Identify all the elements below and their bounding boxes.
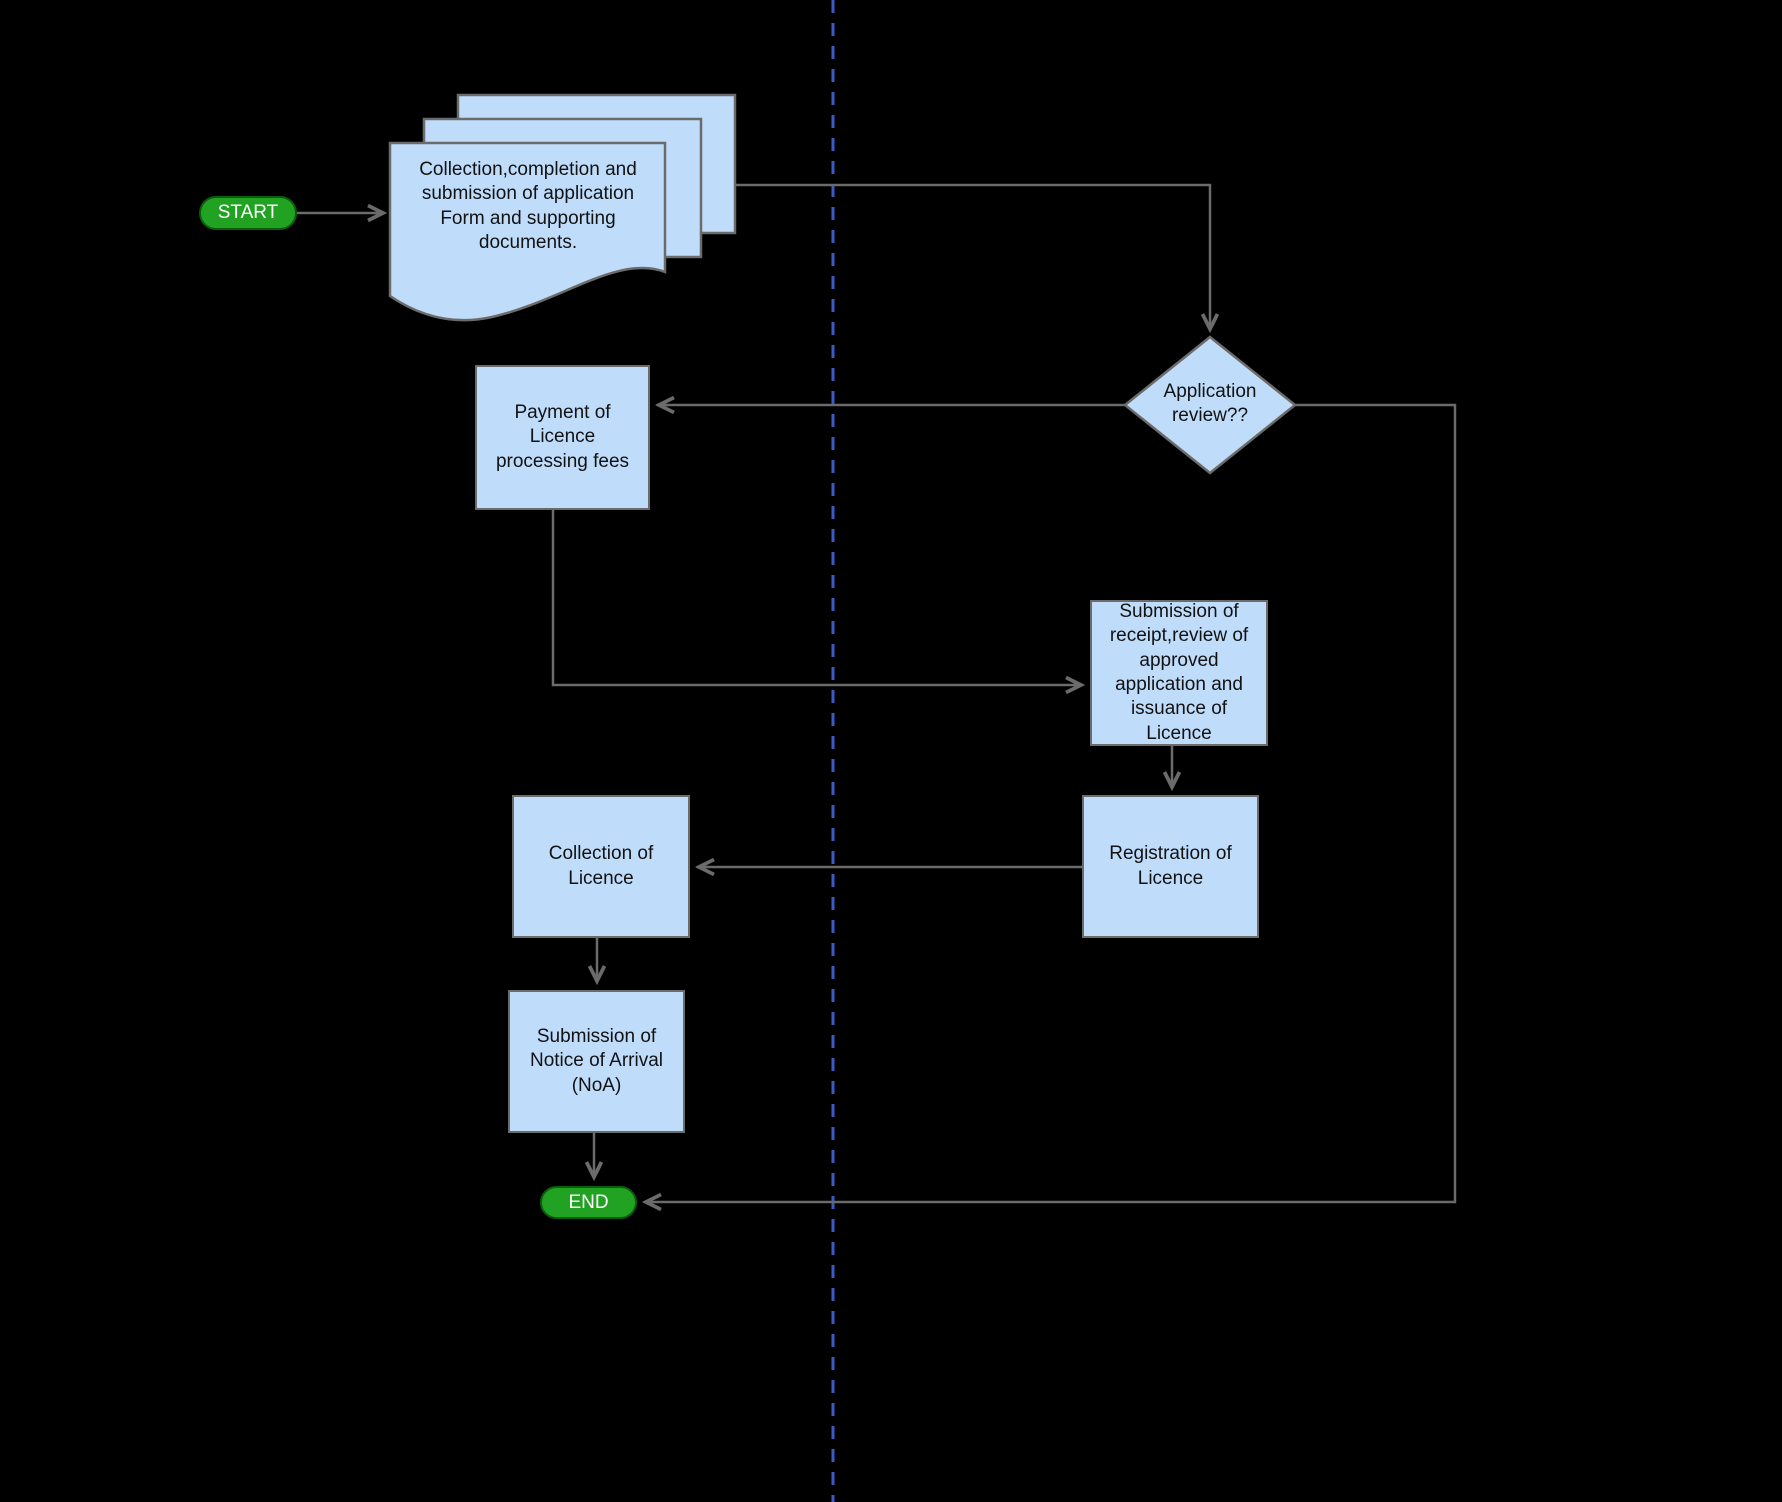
connector-payment-fees-to-submission-receipt	[551, 510, 1081, 685]
submission-receipt-label: Submission of receipt,review of approved…	[1109, 601, 1249, 744]
submission-receipt-node: Submission of receipt,review of approved…	[1090, 600, 1268, 746]
registration-licence-node: Registration of Licence	[1082, 795, 1259, 938]
decision-diamond-shape	[1122, 335, 1298, 475]
collection-licence-node: Collection of Licence	[512, 795, 690, 938]
application-review-decision: Application review??	[1163, 381, 1257, 427]
document-shape-front-page	[388, 141, 667, 322]
connector-application-review-to-end	[646, 403, 1457, 1202]
registration-licence-label: Registration of Licence	[1109, 843, 1232, 889]
end-terminal: END	[540, 1186, 637, 1219]
start-terminal: START	[199, 196, 297, 230]
end-label: END	[568, 1191, 609, 1213]
payment-fees-label: Payment of Licence processing fees	[495, 402, 630, 472]
notice-of-arrival-label: Submission of Notice of Arrival (NoA)	[529, 1026, 664, 1096]
notice-of-arrival-node: Submission of Notice of Arrival (NoA)	[508, 990, 685, 1133]
start-label: START	[217, 202, 279, 223]
application-documents-node: Collection,completion and submission of …	[419, 159, 637, 253]
collection-licence-label: Collection of Licence	[548, 843, 654, 889]
connector-application-documents-to-application-review	[735, 183, 1210, 329]
payment-fees-node: Payment of Licence processing fees	[475, 365, 650, 510]
